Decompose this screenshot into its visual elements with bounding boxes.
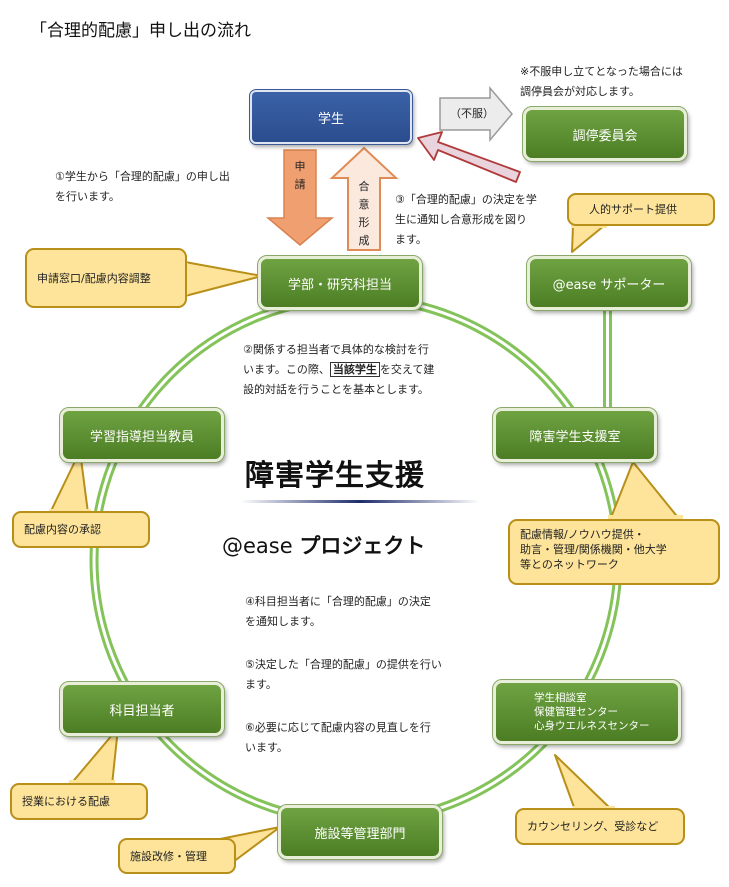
step3-text: ③「合理的配慮」の決定を学 生に通知し合意形成を図り ます。 xyxy=(395,190,537,250)
step2-line: ②関係する担当者で具体的な検討を行 xyxy=(243,343,429,356)
step4-line: ④科目担当者に「合理的配慮」の決定 xyxy=(245,595,431,608)
project-title-suffix: プロジェクト xyxy=(299,534,426,558)
callout-human-support: 人的サポート提供 xyxy=(567,193,715,226)
objection-note: ※不服申し立てとなった場合には 調停員会が対応します。 xyxy=(520,62,683,102)
apply-label-text: 申請 xyxy=(294,160,306,191)
notify-arrow xyxy=(417,131,521,183)
step2-line: います。この際、当該学生を交えて建 xyxy=(243,360,434,380)
callout-network-line: 配慮情報/ノウハウ提供・ xyxy=(520,528,645,541)
node-subject-teacher-label: 科目担当者 xyxy=(109,703,175,719)
apply-arrow xyxy=(265,149,335,246)
callout-tail-human-support xyxy=(571,224,606,253)
node-guidance-teacher[interactable]: 学習指導担当教員 xyxy=(59,407,225,463)
callout-facility-repair-text: 施設改修・管理 xyxy=(130,849,207,863)
callout-facility-repair: 施設改修・管理 xyxy=(118,838,236,874)
node-supporter[interactable]: @ease サポーター xyxy=(526,255,692,311)
node-student[interactable]: 学生 xyxy=(249,89,413,145)
callout-tail-class-care xyxy=(69,727,119,786)
callout-network: 配慮情報/ノウハウ提供・ 助言・管理/関係機関・他大学 等とのネットワーク xyxy=(508,519,720,585)
node-counseling-line: 保健管理センター xyxy=(534,706,618,718)
step2-line: 設的対話を行うことを基本とします。 xyxy=(243,383,429,396)
consensus-label-text: 合意形成 xyxy=(358,180,370,247)
objection-arrow xyxy=(439,85,513,143)
project-title: @ease プロジェクト xyxy=(222,530,425,560)
step5-line: ⑤決定した「合理的配慮」の提供を行い xyxy=(245,658,442,671)
node-mediation-label: 調停委員会 xyxy=(572,128,638,144)
node-support-office-label: 障害学生支援室 xyxy=(529,429,621,445)
callout-class-care: 授業における配慮 xyxy=(10,783,148,820)
node-mediation[interactable]: 調停委員会 xyxy=(522,106,688,162)
step1-line: を行います。 xyxy=(55,190,120,203)
step3-line: ③「合理的配慮」の決定を学 xyxy=(395,193,537,206)
node-subject-teacher[interactable]: 科目担当者 xyxy=(59,681,225,737)
step3-line: 生に通知し合意形成を図り xyxy=(395,213,527,226)
target-student-highlight: 当該学生 xyxy=(329,362,380,377)
callout-tail-network xyxy=(609,461,681,521)
callout-tail-counseling xyxy=(554,754,613,811)
callout-application-desk: 申請窓口/配慮内容調整 xyxy=(25,248,187,308)
consensus-label: 合意形成 xyxy=(357,178,371,250)
center-heading: 障害学生支援 xyxy=(245,458,426,492)
callout-human-support-text: 人的サポート提供 xyxy=(589,203,677,216)
apply-label: 申請 xyxy=(293,158,307,194)
callout-network-line: 助言・管理/関係機関・他大学 xyxy=(520,543,667,556)
callout-counseling-care: カウンセリング、受診など xyxy=(515,808,685,845)
callout-network-line: 等とのネットワーク xyxy=(520,558,619,571)
callout-approval-text: 配慮内容の承認 xyxy=(24,523,101,536)
callout-counseling-care-text: カウンセリング、受診など xyxy=(527,820,659,833)
node-student-label: 学生 xyxy=(317,111,344,127)
step6-line: ⑥必要に応じて配慮内容の見直しを行 xyxy=(245,721,431,734)
callout-application-desk-text: 申請窓口/配慮内容調整 xyxy=(37,271,151,285)
supporter-connector xyxy=(603,300,612,410)
step1-text: ①学生から「合理的配慮」の申し出 を行います。 xyxy=(55,167,230,207)
consensus-arrow xyxy=(329,146,399,251)
node-facilities-label: 施設等管理部門 xyxy=(314,826,406,842)
callout-class-care-text: 授業における配慮 xyxy=(22,795,110,808)
node-guidance-teacher-label: 学習指導担当教員 xyxy=(89,429,194,445)
step6-text: ⑥必要に応じて配慮内容の見直しを行 います。 xyxy=(245,718,431,758)
page-title: 「合理的配慮」申し出の流れ xyxy=(30,21,251,41)
callout-network-text: 配慮情報/ノウハウ提供・ 助言・管理/関係機関・他大学 等とのネットワーク xyxy=(520,527,667,572)
step2-fragment: います。この際、 xyxy=(243,363,330,376)
step2-fragment: を交えて建 xyxy=(379,363,435,376)
node-supporter-label: @ease サポーター xyxy=(552,277,666,293)
step4-line: を通知します。 xyxy=(245,615,321,628)
node-facilities[interactable]: 施設等管理部門 xyxy=(277,804,443,860)
heading-divider xyxy=(240,500,480,503)
step4-text: ④科目担当者に「合理的配慮」の決定 を通知します。 xyxy=(245,592,431,632)
step5-line: ます。 xyxy=(245,678,277,691)
node-counseling-line: 学生相談室 xyxy=(534,692,587,704)
step1-line: ①学生から「合理的配慮」の申し出 xyxy=(55,170,230,183)
objection-note-line: 調停員会が対応します。 xyxy=(520,85,640,98)
node-department-label: 学部・研究科担当 xyxy=(287,277,392,293)
objection-note-line: ※不服申し立てとなった場合には xyxy=(520,65,683,78)
callout-tail-application xyxy=(184,261,263,297)
node-support-office[interactable]: 障害学生支援室 xyxy=(492,407,658,463)
callout-approval: 配慮内容の承認 xyxy=(12,511,150,548)
node-counseling-line: 心身ウエルネスセンター xyxy=(534,720,650,732)
objection-label: （不服） xyxy=(450,107,494,120)
step5-text: ⑤決定した「合理的配慮」の提供を行い ます。 xyxy=(245,655,442,695)
step2-text: ②関係する担当者で具体的な検討を行 います。この際、当該学生を交えて建 設的対話… xyxy=(243,340,434,400)
node-counseling[interactable]: 学生相談室 保健管理センター 心身ウエルネスセンター xyxy=(492,679,682,745)
step6-line: います。 xyxy=(245,741,288,754)
step3-line: ます。 xyxy=(395,233,427,246)
project-title-prefix: @ease xyxy=(222,534,300,558)
node-department[interactable]: 学部・研究科担当 xyxy=(257,255,423,311)
